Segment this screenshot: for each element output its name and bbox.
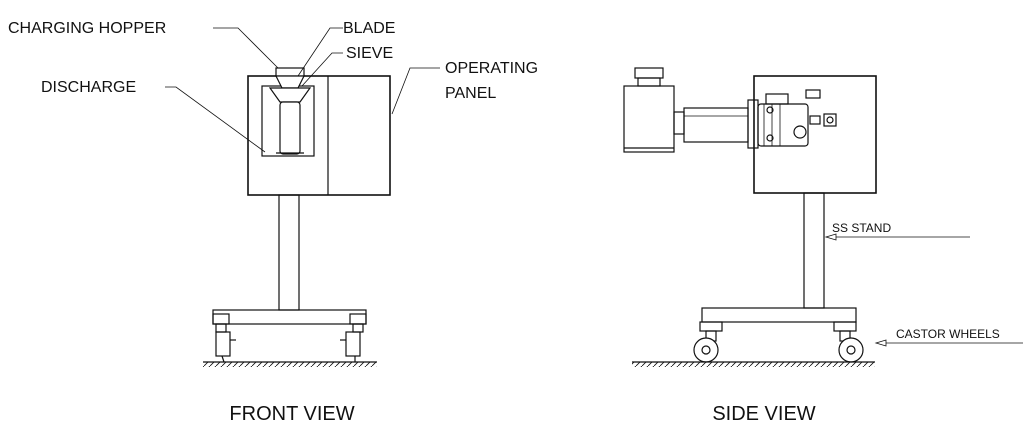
side-foot-right — [833, 321, 857, 332]
front-castor-left — [215, 331, 231, 357]
side-motor-flange — [747, 99, 759, 149]
side-indicator — [805, 89, 821, 99]
arrow-castor-wheels — [874, 339, 887, 347]
label-sieve: SIEVE — [346, 45, 393, 62]
front-ground-hatch — [203, 362, 377, 367]
discharge-container — [279, 101, 301, 155]
side-switch-knob — [826, 116, 834, 124]
side-button — [809, 115, 821, 125]
side-motor — [757, 103, 809, 147]
front-castor-right — [345, 331, 361, 357]
label-operating: OPERATING — [445, 60, 538, 77]
side-hopper-neck — [637, 77, 661, 87]
title-side-view: SIDE VIEW — [712, 403, 815, 425]
label-castor-wheels: CASTOR WHEELS — [896, 327, 1000, 341]
front-base-frame — [212, 309, 367, 325]
leader-charging-hopper — [213, 27, 279, 69]
side-ground-hatch — [632, 362, 875, 367]
side-castor-hub-right — [846, 345, 856, 355]
title-front-view: FRONT VIEW — [229, 403, 354, 425]
side-view: SS STAND CASTOR WHEELS SIDE VIEW — [623, 67, 1023, 425]
leader-discharge — [165, 86, 266, 153]
front-view: CHARGING HOPPER BLADE SIEVE DISCHARGE OP… — [8, 20, 538, 425]
label-ss-stand: SS STAND — [832, 221, 891, 235]
side-castor-hub-left — [701, 345, 711, 355]
front-ss-column — [278, 194, 300, 311]
leader-blade — [297, 27, 343, 77]
side-castor-wheel-left — [693, 337, 719, 363]
front-castor-stem-left — [221, 355, 225, 363]
side-hopper-top — [634, 67, 664, 79]
side-castor-wheel-right — [838, 337, 864, 363]
side-motor-bolt-2 — [766, 134, 774, 142]
side-switch — [823, 113, 837, 127]
front-foot-block-right — [352, 323, 364, 333]
front-foot-right — [349, 313, 367, 325]
side-motor-fan — [793, 125, 807, 139]
side-shaft-housing — [683, 107, 749, 143]
side-flange — [673, 111, 685, 135]
side-terminal-box — [765, 93, 789, 105]
leader-sieve — [301, 52, 343, 87]
label-discharge: DISCHARGE — [41, 79, 136, 96]
side-hopper-body — [623, 85, 675, 153]
charging-hopper-top — [275, 67, 305, 77]
side-motor-bolt-1 — [766, 106, 774, 114]
label-panel: PANEL — [445, 85, 496, 102]
label-charging-hopper: CHARGING HOPPER — [8, 20, 166, 37]
leader-operating-panel — [391, 67, 440, 115]
side-ss-column — [803, 192, 825, 309]
side-base-frame — [701, 307, 857, 323]
front-foot-block-left — [215, 323, 227, 333]
arrow-ss-stand — [824, 233, 837, 241]
side-foot-left — [699, 321, 723, 332]
label-blade: BLADE — [343, 20, 395, 37]
sieve-cone — [268, 87, 312, 103]
front-foot-left — [212, 313, 230, 325]
front-housing — [247, 75, 391, 196]
